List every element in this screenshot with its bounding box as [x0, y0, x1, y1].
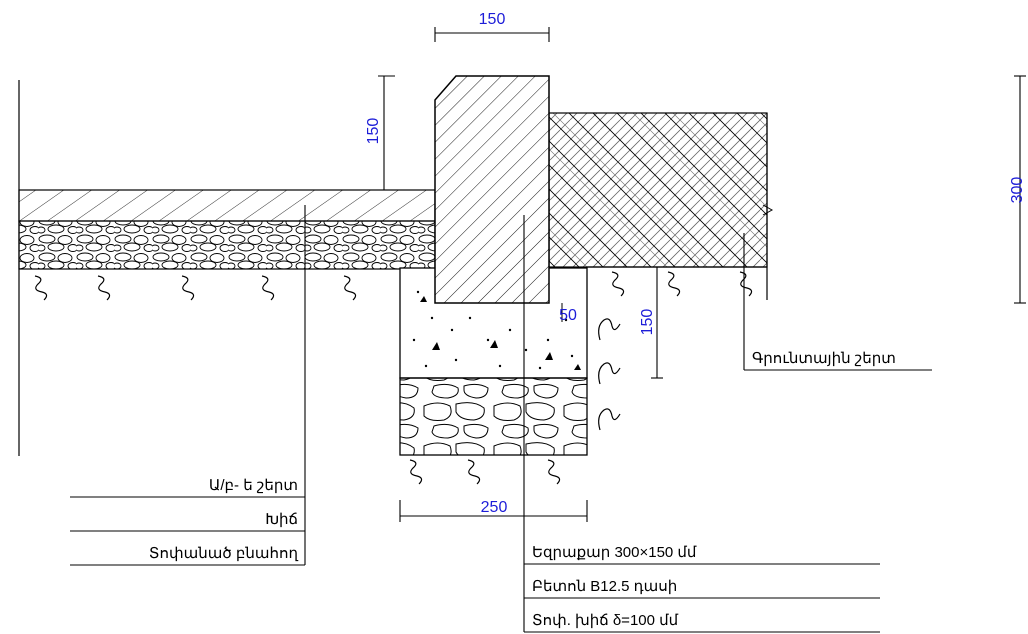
- dim-right-depth-text: 150: [639, 309, 656, 336]
- dim-footing-width-text: 250: [481, 499, 508, 516]
- label-soil-layer: Գրունտային շերտ: [752, 350, 896, 367]
- concrete-dots: [412, 290, 581, 370]
- left-leaders: [70, 205, 306, 566]
- base-soil-symbols: [409, 459, 561, 485]
- label-compacted-gravel: Տոփ. խիճ δ=100 մմ: [532, 612, 679, 629]
- compacted-soil-symbols: [34, 275, 357, 301]
- label-asphalt-layer: Ա/բ- ե շերտ: [209, 477, 298, 494]
- side-soil-symbols: [598, 318, 621, 431]
- right-leaders: [523, 215, 932, 633]
- gravel-layer: [18, 220, 436, 270]
- dim-curb-width-text: 150: [479, 11, 506, 28]
- dim-footing-width: [399, 500, 588, 522]
- curb-stone: [434, 75, 550, 304]
- dim-total-text: 300: [1009, 177, 1026, 204]
- label-curb-stone: Եզրաքար 300×150 մմ: [532, 544, 697, 561]
- dim-total: [1014, 75, 1026, 304]
- dim-right-depth: [651, 267, 663, 379]
- dim-curb-height: [378, 75, 395, 191]
- dim-curb-width: [434, 27, 550, 42]
- label-compacted-soil: Տոփանած բնահող: [149, 545, 299, 562]
- gravel-base: [399, 377, 588, 456]
- dim-curb-height-text: 150: [365, 118, 382, 145]
- asphalt-layer: [18, 189, 436, 222]
- label-gravel-layer: Խիճ: [265, 511, 298, 528]
- soil-right-break: [762, 204, 774, 216]
- right-soil-symbols: [611, 271, 753, 297]
- dim-embed-text: 50: [559, 307, 577, 324]
- ground-soil-overlay: [549, 113, 767, 267]
- label-concrete-class: Բետոն B12.5 դասի: [532, 578, 677, 595]
